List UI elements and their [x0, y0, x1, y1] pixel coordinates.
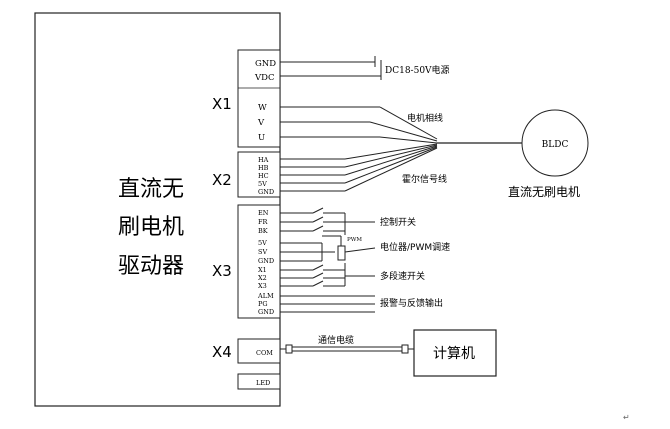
x1-pin-w: W — [258, 103, 267, 113]
alarm-feedback-wires — [280, 295, 375, 313]
motor-label: BLDC — [542, 140, 569, 150]
motor-caption: 直流无刷电机 — [508, 185, 580, 199]
x3-pin-fr: FR — [258, 218, 269, 226]
page-mark: ↵ — [623, 413, 630, 422]
x1-pin-v: V — [257, 118, 265, 128]
motor-phase-annotation: 电机相线 — [407, 112, 443, 124]
power-annotation: DC18-50V电源 — [385, 64, 450, 76]
power-wires — [280, 56, 382, 80]
x2-pin-hb: HB — [258, 164, 269, 172]
led-pin: LED — [256, 379, 270, 387]
led-terminal — [237, 373, 281, 390]
multi-speed-wires — [280, 263, 375, 287]
x4-terminal — [237, 338, 281, 364]
x3-pin-gnd: GND — [258, 257, 274, 265]
x1-pin-gnd: GND — [255, 59, 276, 69]
x3-pin-x1: X1 — [258, 266, 267, 274]
computer-box — [413, 329, 497, 377]
driver-title-line-2: 刷电机 — [118, 215, 184, 240]
x3-terminal — [237, 204, 281, 319]
alarm-feedback-annotation: 报警与反馈输出 — [380, 297, 443, 309]
x3-pin-alm: ALM — [257, 292, 274, 300]
x2-pin-5v: 5V — [258, 180, 267, 188]
pwm-small-label: PWM — [347, 237, 362, 243]
x3-pin-en: EN — [258, 209, 269, 217]
motor-phase-wires — [280, 106, 438, 144]
potentiometer-annotation: 电位器/PWM调速 — [380, 241, 450, 253]
comm-cable-annotation: 通信电缆 — [318, 334, 354, 346]
x1-pin-u: U — [258, 133, 265, 143]
multi-speed-annotation: 多段速开关 — [380, 270, 425, 282]
x3-pin-x3: X3 — [258, 282, 267, 290]
control-switch-wires — [280, 207, 375, 235]
x4-label: X4 — [212, 343, 232, 361]
x3-pin-x2: X2 — [258, 274, 267, 282]
x2-pin-hc: HC — [258, 172, 269, 180]
x3-label: X3 — [212, 262, 232, 280]
x2-pin-ha: HA — [258, 156, 269, 164]
x1-label: X1 — [212, 95, 232, 113]
x4-pin-com: COM — [256, 349, 273, 357]
x2-pin-gnd: GND — [258, 188, 274, 196]
potentiometer-wires — [280, 235, 376, 262]
hall-signal-annotation: 霍尔信号线 — [402, 173, 447, 185]
x3-pin-5v: 5V — [258, 239, 267, 247]
control-switch-annotation: 控制开关 — [380, 216, 416, 228]
x3-pin-bk: BK — [258, 227, 268, 235]
x3-pin-gnd2: GND — [258, 308, 274, 316]
driver-title-line-3: 驱动器 — [118, 254, 184, 279]
hall-signal-wires — [280, 143, 438, 192]
x1-terminal — [237, 49, 281, 148]
x2-label: X2 — [212, 171, 232, 189]
x3-pin-sv: SV — [258, 248, 267, 256]
comm-cable — [280, 344, 414, 354]
bldc-motor — [521, 109, 589, 177]
computer-label: 计算机 — [433, 346, 475, 362]
x1-pin-vdc: VDC — [254, 73, 274, 83]
x3-pin-pg: PG — [258, 300, 268, 308]
driver-title-line-1: 直流无 — [118, 177, 184, 202]
